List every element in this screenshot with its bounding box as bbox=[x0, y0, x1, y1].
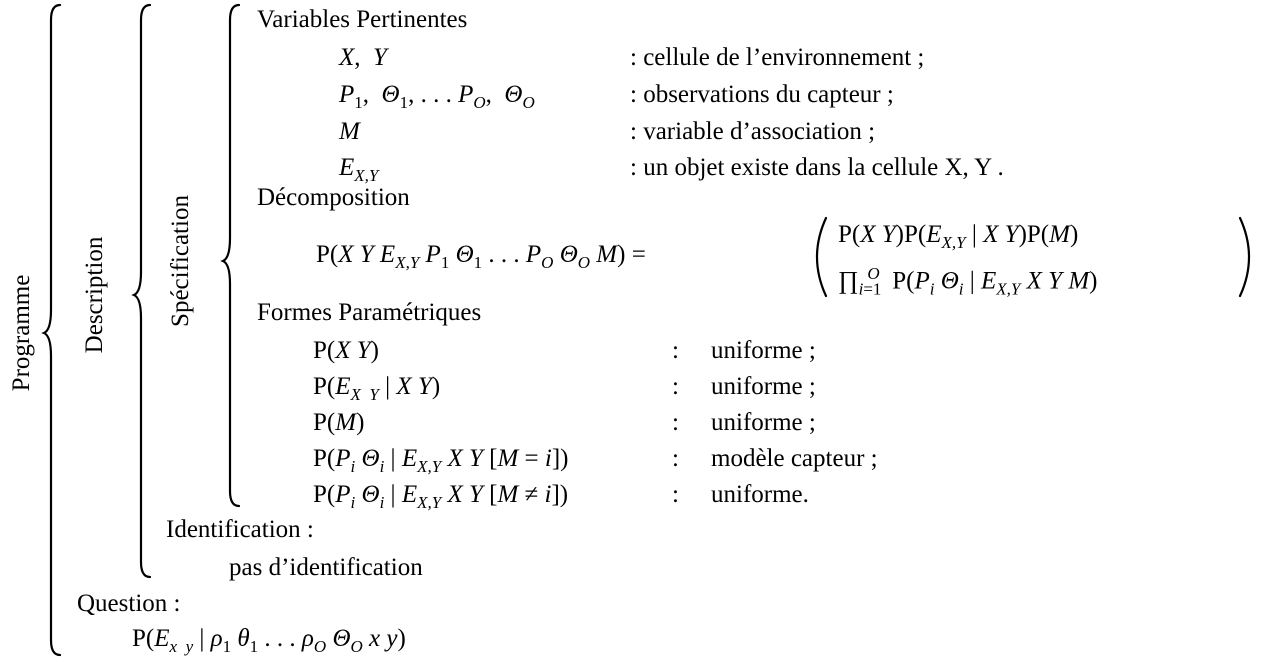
form-term: P(X Y) bbox=[313, 337, 379, 364]
form-sep: : bbox=[672, 445, 679, 472]
variable-symbol: EX,Y bbox=[339, 154, 379, 185]
decomposition-lhs: P(X Y EX,Y P1 Θ1 . . . PO ΘO M) = bbox=[316, 241, 646, 272]
form-value: uniforme. bbox=[711, 481, 809, 508]
variable-desc: : un objet existe dans la cellule X, Y . bbox=[630, 154, 1004, 181]
form-sep: : bbox=[672, 337, 679, 364]
identification-value: pas d’identification bbox=[229, 554, 423, 581]
form-sep: : bbox=[672, 373, 679, 400]
question-value: P(Ex y | ρ1 θ1 . . . ρO ΘO x y) bbox=[132, 625, 406, 656]
label-programme: Programme bbox=[8, 274, 35, 392]
question-title: Question : bbox=[77, 590, 181, 617]
label-specification: Spécification bbox=[167, 195, 194, 327]
identification-title: Identification : bbox=[166, 516, 314, 543]
form-term: P(Pi Θi | EX,Y X Y [M = i]) bbox=[313, 445, 569, 476]
variables-title: Variables Pertinentes bbox=[257, 6, 468, 33]
form-sep: : bbox=[672, 409, 679, 436]
form-term: P(EX Y | X Y) bbox=[313, 373, 441, 404]
form-value: modèle capteur ; bbox=[711, 445, 878, 472]
variable-symbol: M bbox=[339, 118, 360, 145]
decomposition-title: Décomposition bbox=[257, 184, 410, 211]
form-value: uniforme ; bbox=[711, 409, 816, 436]
variable-symbol: X, Y bbox=[339, 44, 387, 71]
form-value: uniforme ; bbox=[711, 337, 816, 364]
paren-right bbox=[1238, 216, 1251, 298]
form-sep: : bbox=[672, 481, 679, 508]
forms-title: Formes Paramétriques bbox=[257, 299, 482, 326]
form-value: uniforme ; bbox=[711, 373, 816, 400]
variable-desc: : variable d’association ; bbox=[630, 118, 876, 145]
brace-programme bbox=[41, 3, 62, 657]
variable-symbol: P1, Θ1, . . . PO, ΘO bbox=[339, 81, 535, 112]
variable-desc: : cellule de l’environnement ; bbox=[630, 44, 925, 71]
variable-desc: : observations du capteur ; bbox=[630, 81, 894, 108]
paren-left bbox=[815, 216, 828, 298]
form-term: P(Pi Θi | EX,Y X Y [M ≠ i]) bbox=[313, 481, 569, 512]
decomposition-rhs-line2: ∏i=1O P(Pi Θi | EX,Y X Y M) bbox=[838, 264, 1098, 299]
decomposition-rhs-line1: P(X Y)P(EX,Y | X Y)P(M) bbox=[838, 221, 1079, 252]
brace-description bbox=[131, 3, 152, 579]
form-term: P(M) bbox=[313, 409, 365, 436]
brace-specification bbox=[220, 3, 241, 508]
label-description: Description bbox=[81, 236, 108, 354]
